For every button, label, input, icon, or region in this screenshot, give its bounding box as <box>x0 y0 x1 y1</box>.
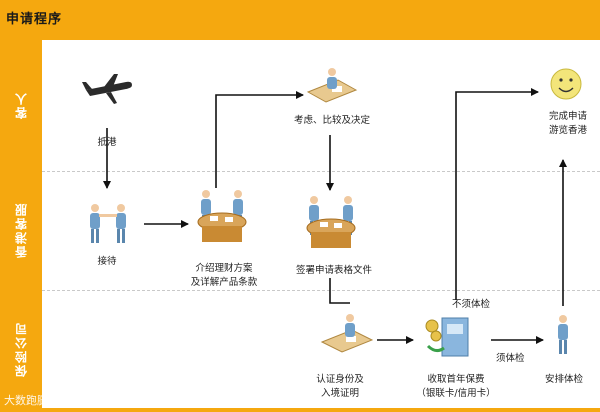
edge-collect-complete <box>455 88 539 300</box>
edge-sign-verify <box>329 278 350 304</box>
node-label-reception: 接待 <box>97 256 117 267</box>
node-label-exam: 安排体检 <box>544 374 583 385</box>
airplane-icon <box>82 74 132 104</box>
edge-introduce-consider <box>215 91 304 188</box>
node-label-consider: 考虑、比较及决定 <box>293 115 370 126</box>
lane-separator <box>42 171 600 172</box>
meeting-table-icon <box>197 190 247 242</box>
node-label-arrive: 抵港 <box>97 137 117 148</box>
handshake-icon <box>90 204 126 243</box>
node-label-sign: 签署申请表格文件 <box>295 265 372 276</box>
smiley-face-icon <box>550 68 582 100</box>
meeting-table-icon <box>306 196 356 248</box>
payment-machine-icon <box>425 317 469 357</box>
edge-label-exam-required: 须体检 <box>496 353 525 364</box>
person-standing-icon <box>558 315 568 354</box>
diagram-title: 申请程序 <box>6 12 63 27</box>
node-label-introduce: 介绍理财方案 及详解产品条款 <box>190 263 258 288</box>
edge-label-no-exam: 不须体检 <box>452 299 491 310</box>
node-label-verify: 认证身份及 入境证明 <box>316 374 364 399</box>
watermark: 大数跑腿 <box>4 394 48 407</box>
node-label-complete: 完成申请 游览香港 <box>548 111 587 136</box>
desk-worker-icon <box>306 68 358 103</box>
desk-worker-icon <box>320 314 374 353</box>
lane-separator <box>42 290 600 291</box>
node-label-collect: 收取首年保费 （银联卡/信用卡） <box>416 374 496 399</box>
